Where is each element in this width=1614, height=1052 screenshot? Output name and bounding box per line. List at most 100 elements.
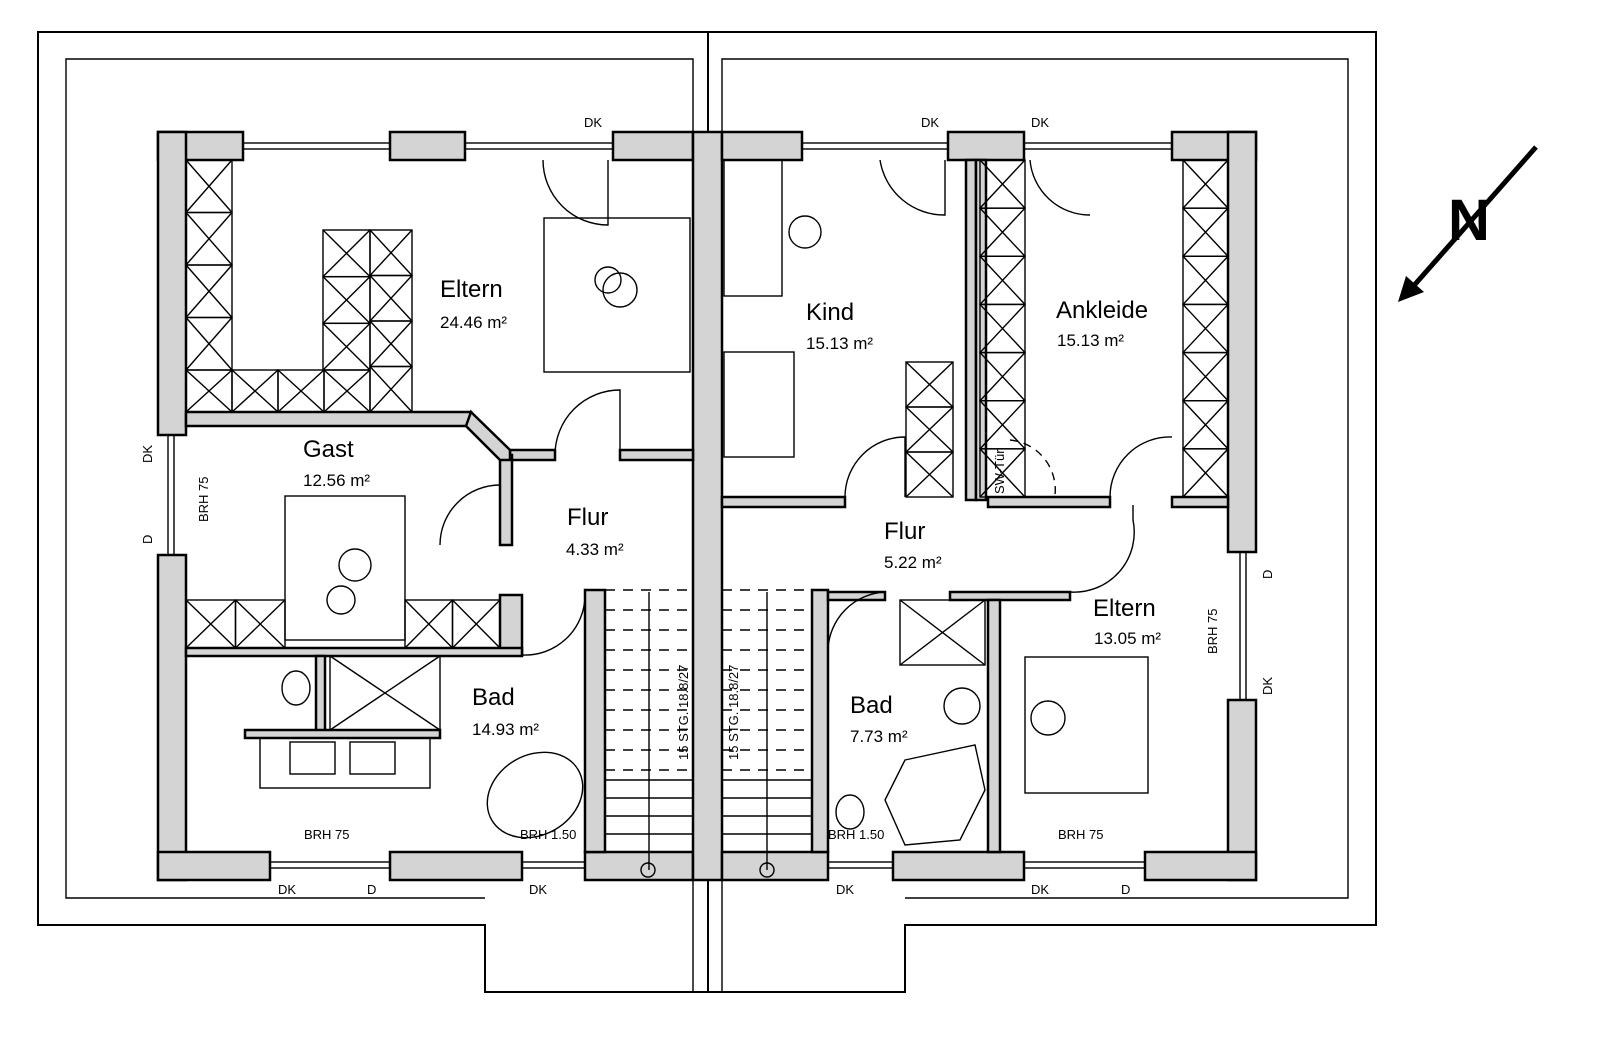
room-area: 15.13 m² [1057, 331, 1124, 350]
wall [184, 646, 524, 658]
wall [720, 130, 804, 162]
wall [720, 495, 847, 509]
wall [986, 495, 1112, 509]
room-area: 4.33 m² [566, 540, 624, 559]
shower-cross [899, 599, 986, 666]
wall [611, 130, 695, 162]
label-d: D [1121, 882, 1130, 897]
door-swing [1029, 159, 1091, 216]
sink [349, 741, 396, 775]
bed [1024, 656, 1149, 794]
wardrobe-cross [185, 212, 233, 266]
room-area: 13.05 m² [1094, 629, 1161, 648]
wall [388, 130, 467, 162]
wardrobe-cross [1182, 303, 1229, 354]
wardrobe-cross [1182, 448, 1229, 498]
stair-label-right: 15 STG. 18.8/27 [726, 665, 741, 760]
wall [498, 593, 524, 657]
room-name: Gast [303, 436, 354, 463]
label-brh: BRH 1.50 [520, 827, 576, 842]
pillow [602, 272, 638, 308]
label-dk: DK [1031, 115, 1049, 130]
room-area: 7.73 m² [850, 727, 908, 746]
wardrobe-box [979, 448, 1026, 498]
wall [691, 130, 724, 882]
pillow [326, 585, 356, 615]
north-arrow-icon: N [1398, 145, 1538, 302]
room-area: 15.13 m² [806, 334, 873, 353]
label-dk: DK [1260, 677, 1275, 695]
windows [167, 142, 1247, 869]
room-name: Kind [806, 299, 854, 326]
shower-cross [329, 655, 441, 731]
wardrobe-cross [1182, 400, 1229, 450]
wardrobe-cross [185, 159, 233, 213]
wall [618, 448, 695, 462]
label-dk: DK [1031, 882, 1049, 897]
wardrobe-cross [404, 599, 453, 649]
door-swing [542, 159, 609, 226]
shower [329, 655, 441, 731]
room-name: Eltern [1093, 595, 1156, 622]
wall [583, 850, 695, 882]
bed [284, 495, 406, 641]
room-name: Flur [884, 518, 925, 545]
wall [156, 850, 272, 882]
wall [156, 130, 188, 437]
label-dk: DK [921, 115, 939, 130]
label-brh: BRH 75 [1058, 827, 1104, 842]
door-swing [554, 389, 621, 456]
wardrobe-cross [322, 276, 371, 324]
door-swing [827, 591, 886, 651]
label-dk: DK [140, 445, 155, 463]
wall-diagonal [464, 409, 512, 462]
room-name: Ankleide [1056, 297, 1148, 324]
wardrobe-box [369, 365, 413, 413]
door-swing [1069, 505, 1135, 593]
pillow [338, 548, 372, 582]
wall [891, 850, 1026, 882]
wall [388, 850, 524, 882]
label-dk: DK [529, 882, 547, 897]
room-name: Bad [472, 684, 515, 711]
wardrobe-cross [322, 229, 371, 278]
window-labels: DK DK DK DK D BRH 75 BRH 75 BRH 1.50 BRH… [140, 115, 1275, 897]
room-name: Eltern [440, 276, 503, 303]
desk [723, 159, 783, 297]
wardrobe-box [905, 451, 954, 498]
toilet [835, 794, 865, 830]
label-dk: DK [278, 882, 296, 897]
label-brh: BRH 75 [196, 476, 211, 522]
wall [986, 598, 1002, 854]
stair-label-left: 15 STG. 18.8/27 [676, 665, 691, 760]
wardrobe-cross [1182, 255, 1229, 305]
label-d: D [1260, 570, 1275, 579]
label-d: D [140, 535, 155, 544]
wall [720, 850, 830, 882]
wardrobe-cross [185, 369, 233, 413]
wall [964, 158, 978, 502]
room-bad-1: Bad 14.93 m² [472, 684, 539, 739]
wardrobe-cross [277, 369, 325, 413]
wardrobe-cross [369, 320, 413, 367]
wardrobe-cross [369, 229, 413, 276]
wardrobe-cross [979, 255, 1026, 305]
wall [948, 590, 1072, 602]
door-swing [521, 594, 586, 656]
bed [723, 351, 795, 458]
wall [156, 553, 188, 882]
wardrobe-cross [369, 366, 413, 413]
room-eltern-2: Eltern 13.05 m² [1093, 595, 1161, 648]
label-brh: BRH 1.50 [828, 827, 884, 842]
wardrobe-cross [905, 361, 954, 408]
wall [243, 728, 442, 740]
wardrobe-cross [185, 264, 233, 318]
shower [899, 599, 986, 666]
wardrobe-cross [452, 599, 501, 649]
room-kind: Kind 15.13 m² [806, 299, 873, 353]
room-area: 14.93 m² [472, 720, 539, 739]
